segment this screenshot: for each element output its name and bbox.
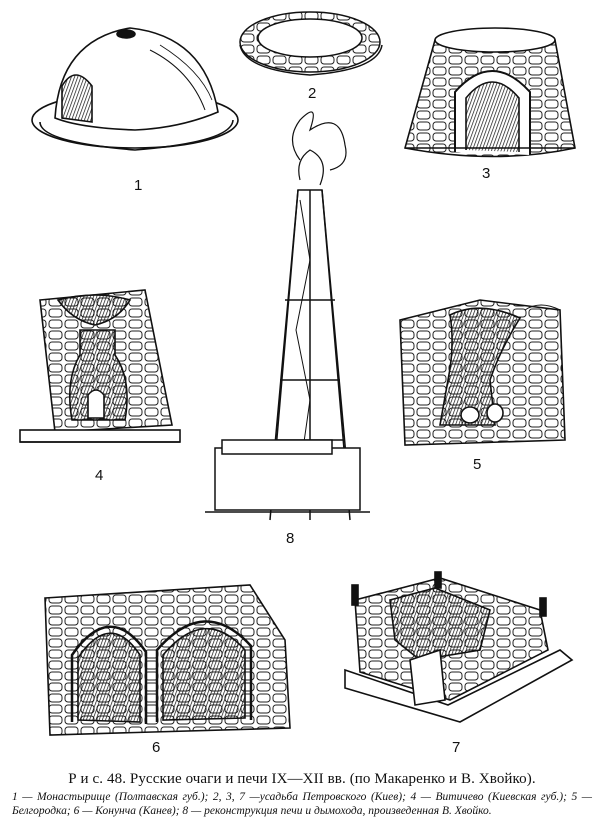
caption-legend: 1 — Монастырище (Полтавская губ.); 2, 3,… (12, 791, 592, 817)
oven-4-drawing (19, 289, 181, 443)
figure-illustration: 1 2 3 8 4 (19, 11, 576, 756)
figure-caption: Р и с. 48. Русские очаги и печи IX—XII в… (12, 770, 592, 818)
label-2: 2 (308, 85, 316, 102)
label-5: 5 (473, 456, 481, 473)
chimney-8-drawing (205, 111, 370, 521)
hearth-2-drawing (239, 11, 383, 76)
oven-5-drawing (399, 299, 566, 446)
label-8: 8 (286, 530, 294, 547)
caption-title: Р и с. 48. Русские очаги и печи IX—XII в… (68, 771, 536, 787)
oven-7-drawing (344, 571, 574, 723)
oven-1-drawing (31, 27, 239, 151)
label-6: 6 (152, 739, 160, 756)
label-7: 7 (452, 739, 460, 756)
label-3: 3 (482, 165, 490, 182)
label-4: 4 (95, 467, 103, 484)
oven-3-drawing (403, 27, 576, 158)
label-1: 1 (134, 177, 142, 194)
oven-6-drawing (44, 584, 291, 736)
